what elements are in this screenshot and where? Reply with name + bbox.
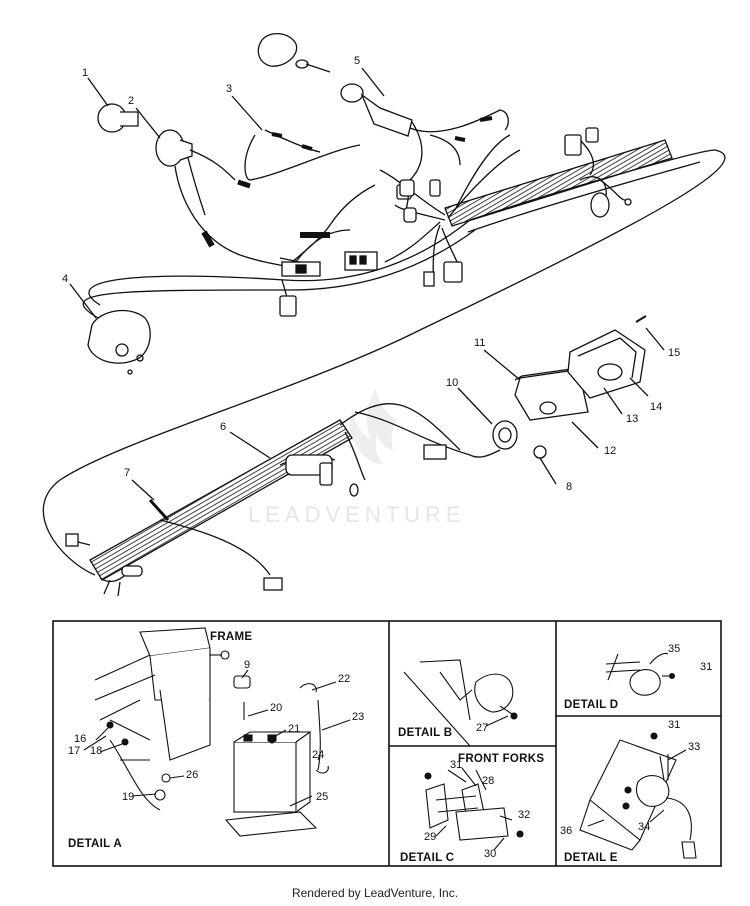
callout-5: 5	[354, 55, 360, 67]
callout-18: 18	[90, 745, 102, 757]
callout-7: 7	[124, 467, 130, 479]
callout-2: 2	[128, 95, 134, 107]
callout-22: 22	[338, 673, 350, 685]
detail-a-labels: FRAME DETAIL A 9 20 21 22 23 24 25 26 16…	[68, 631, 364, 850]
callout-28: 28	[482, 775, 494, 787]
callout-23: 23	[352, 711, 364, 723]
callout-25: 25	[316, 791, 328, 803]
detail-c-drawing	[424, 767, 524, 851]
detail-d-labels: DETAIL D 35 31	[564, 643, 712, 711]
detail-d-drawing	[605, 652, 676, 696]
frame-label: FRAME	[210, 631, 252, 643]
detail-e-title: DETAIL E	[564, 852, 618, 864]
callout-31-e: 31	[668, 719, 680, 731]
callout-27: 27	[476, 722, 488, 734]
callout-13: 13	[626, 413, 638, 425]
detail-d-title: DETAIL D	[564, 699, 618, 711]
front-forks-label: FRONT FORKS	[458, 753, 544, 765]
callout-10: 10	[446, 377, 458, 389]
upper-harness	[42, 33, 726, 597]
upper-callouts: 1 2 3 5 4 6 7 8 10 11 12 13 14 15	[62, 55, 680, 493]
callout-9: 9	[244, 659, 250, 671]
callout-20: 20	[270, 702, 282, 714]
detail-b-drawing	[403, 659, 518, 747]
watermark-text: LEADVENTURE	[248, 502, 466, 527]
watermark: LEADVENTURE	[248, 388, 466, 527]
callout-4: 4	[62, 273, 68, 285]
callout-35: 35	[668, 643, 680, 655]
callout-26: 26	[186, 769, 198, 781]
callout-31-d: 31	[700, 661, 712, 673]
callout-17: 17	[68, 745, 80, 757]
detail-a-title: DETAIL A	[68, 838, 122, 850]
callout-29: 29	[424, 831, 436, 843]
callout-1: 1	[82, 67, 88, 79]
callout-14: 14	[650, 401, 662, 413]
detail-a-drawing	[83, 627, 351, 837]
callout-31: 31	[450, 759, 462, 771]
callout-8: 8	[566, 481, 572, 493]
detail-panels	[52, 620, 722, 867]
callout-24: 24	[312, 749, 324, 761]
callout-32: 32	[518, 809, 530, 821]
callout-36: 36	[560, 825, 572, 837]
detail-e-labels: DETAIL E 31 33 34 36	[560, 719, 700, 864]
callout-16: 16	[74, 733, 86, 745]
callout-30: 30	[484, 848, 496, 860]
callout-34: 34	[638, 821, 650, 833]
callout-21: 21	[288, 723, 300, 735]
callout-33: 33	[688, 741, 700, 753]
callout-6: 6	[220, 421, 226, 433]
callout-3: 3	[226, 83, 232, 95]
detail-b-title: DETAIL B	[398, 727, 452, 739]
detail-c-title: DETAIL C	[400, 852, 454, 864]
callout-12: 12	[604, 445, 616, 457]
callout-19: 19	[122, 791, 134, 803]
detail-e-drawing	[579, 732, 697, 859]
footer-credit: Rendered by LeadVenture, Inc.	[291, 886, 459, 900]
callout-11: 11	[474, 337, 485, 349]
callout-15: 15	[668, 347, 680, 359]
detail-c-labels: FRONT FORKS DETAIL C 31 28 32 29 30	[400, 753, 544, 864]
detail-b-labels: DETAIL B 27	[398, 722, 488, 739]
